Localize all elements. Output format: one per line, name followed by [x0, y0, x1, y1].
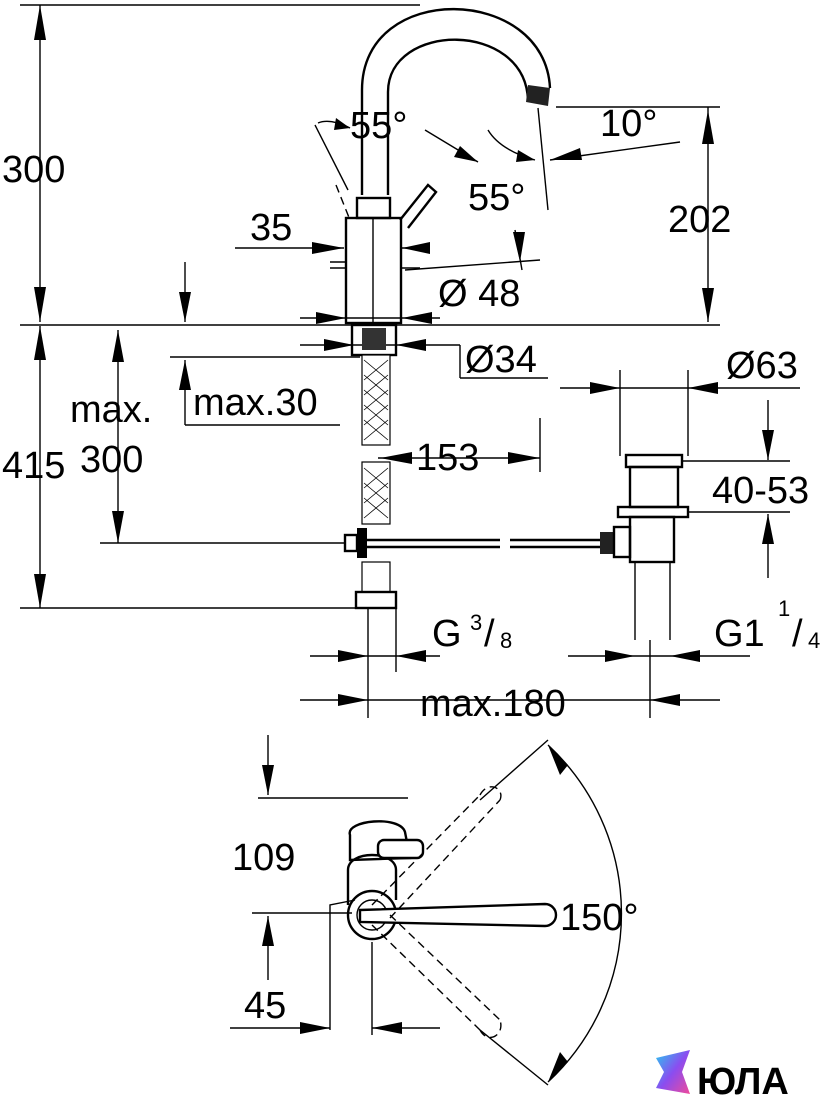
- faucet-body: [330, 183, 438, 325]
- dim-202-line: [556, 106, 720, 322]
- dim-35-label: 35: [250, 207, 292, 249]
- popup-rod: [100, 528, 614, 558]
- dim-g114-label: G1: [714, 613, 765, 655]
- dim-g114-line: [568, 640, 750, 718]
- dim-45-label: 45: [244, 985, 286, 1027]
- dim-4053-line: [682, 400, 790, 578]
- dim-g114-num: 1: [778, 596, 790, 621]
- dim-g114-slash: /: [792, 613, 803, 655]
- dim-150-label: 150°: [560, 897, 639, 939]
- dim-max300-label: 300: [80, 439, 143, 481]
- dim-63-line: [560, 370, 800, 456]
- dim-300-label: 300: [2, 149, 65, 191]
- dim-max30-label: max.30: [193, 382, 318, 424]
- dim-max30-line: [170, 262, 360, 426]
- dim-34-label: Ø34: [465, 339, 537, 381]
- dim-48-label: Ø 48: [438, 273, 520, 315]
- angle-55-left-label: 55°: [350, 105, 407, 147]
- dim-63-label: Ø63: [726, 345, 798, 387]
- angle-10-label: 10°: [600, 103, 657, 145]
- dim-45-line: [230, 942, 440, 1035]
- faucet-spout: [360, 7, 552, 195]
- dim-g38-den: 8: [500, 628, 512, 653]
- hose-pattern: [363, 359, 389, 519]
- dim-300-line: [20, 4, 420, 322]
- top-view-body: [329, 820, 558, 1030]
- dim-202-label: 202: [668, 199, 731, 241]
- spout-angle-ref: [537, 107, 549, 211]
- waste-valve: [612, 453, 690, 640]
- dim-109-line: [252, 735, 408, 980]
- logo-icon: [656, 1050, 690, 1094]
- dim-48-line: [300, 229, 541, 324]
- brand-logo: ЮЛА: [656, 1050, 789, 1100]
- angle-55-right-label: 55°: [468, 177, 525, 219]
- logo-text: ЮЛА: [697, 1061, 789, 1100]
- angle-left-ref: [314, 124, 349, 191]
- dim-153-label: 153: [416, 437, 479, 479]
- dim-g38-slash: /: [484, 613, 495, 655]
- dim-415-line: [20, 326, 360, 609]
- dim-max300-line: [112, 330, 124, 543]
- dim-max180-line: [300, 694, 720, 706]
- dim-g38-num: 3: [470, 610, 482, 635]
- dim-max180-label: max.180: [420, 683, 566, 725]
- dim-150-arc: [479, 739, 623, 1086]
- dim-153-line: [378, 418, 541, 472]
- mounting-assembly: [350, 323, 398, 610]
- dim-g38-label: G: [432, 613, 462, 655]
- dim-g114-den: 4: [808, 628, 820, 653]
- dim-max-label: max.: [70, 389, 152, 431]
- dim-415-label: 415: [2, 445, 65, 487]
- dim-4053-label: 40-53: [712, 470, 809, 512]
- dim-35-line: [235, 242, 430, 254]
- dim-109-label: 109: [232, 837, 295, 879]
